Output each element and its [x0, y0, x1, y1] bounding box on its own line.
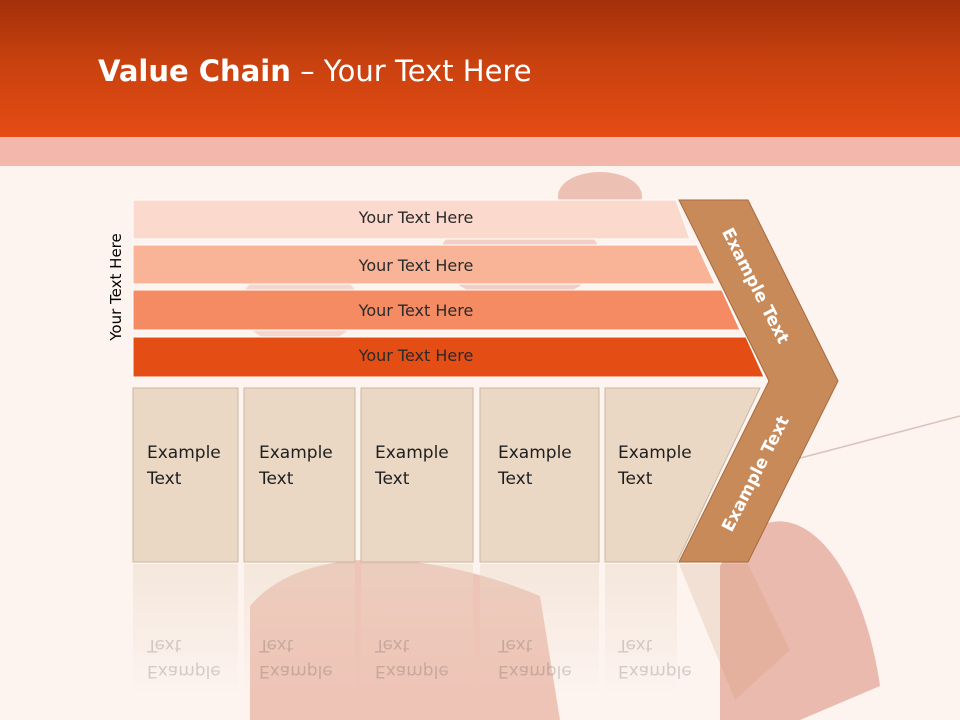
side-label: Your Text Here [107, 233, 125, 341]
bar-4-label: Your Text Here [358, 346, 474, 365]
cell-5-text-reflection: Example Text [618, 632, 692, 684]
cell-2-text-reflection: Example Text [259, 632, 333, 684]
bar-3 [132, 289, 741, 331]
cell-4-reflection-line1: Example [498, 661, 572, 681]
cell-2-line2: Text [259, 469, 294, 489]
slide-title: Value Chain – Your Text Here [98, 54, 532, 88]
bar-2-label: Your Text Here [358, 256, 474, 275]
cell-5-reflection-line2: Text [618, 635, 653, 655]
cell-2-reflection-line2: Text [259, 635, 294, 655]
cell-5-line2: Text [618, 469, 653, 489]
cell-2-reflection-line1: Example [259, 661, 333, 681]
cell-2-line1: Example [259, 443, 333, 463]
bg-antenna [769, 415, 960, 467]
bar-1-label: Your Text Here [358, 208, 474, 227]
bar-3-label: Your Text Here [358, 301, 474, 320]
cell-1-reflection [133, 564, 238, 694]
cell-1-reflection-line2: Text [147, 635, 182, 655]
cell-1 [132, 387, 239, 563]
cell-3-reflection-line1: Example [375, 661, 449, 681]
header-band [0, 0, 960, 137]
cell-4-text-reflection: Example Text [498, 632, 572, 684]
cell-3-text-reflection: Example Text [375, 632, 449, 684]
cell-5-line1: Example [618, 443, 692, 463]
cell-3-line1: Example [375, 443, 449, 463]
cell-1-line1: Example [147, 443, 221, 463]
title-bold: Value Chain [98, 54, 291, 88]
cell-5-reflection [605, 564, 677, 694]
cell-4-reflection-line2: Text [498, 635, 533, 655]
cell-3-line2: Text [375, 469, 410, 489]
cell-3 [360, 387, 474, 563]
bar-2 [132, 244, 716, 285]
cell-1-reflection-line1: Example [147, 661, 221, 681]
cell-4-reflection [480, 564, 599, 694]
cell-5 [604, 387, 761, 563]
cell-2-reflection [244, 564, 355, 694]
cell-4-line2: Text [498, 469, 533, 489]
cell-4 [479, 387, 600, 563]
bar-4 [132, 336, 765, 378]
cell-1-text-reflection: Example Text [147, 632, 221, 684]
chevron-arrow [678, 199, 839, 563]
bar-1 [132, 199, 691, 240]
cell-5-reflection-line1: Example [618, 661, 692, 681]
title-rest: – Your Text Here [290, 54, 532, 88]
cell-3-reflection-line2: Text [375, 635, 410, 655]
header-subband [0, 137, 960, 166]
cell-1-line2: Text [147, 469, 182, 489]
bg-shape-tail [720, 521, 880, 720]
cell-3-reflection [361, 564, 473, 694]
chevron-reflection [679, 564, 790, 700]
cell-4-line1: Example [498, 443, 572, 463]
cell-2 [243, 387, 356, 563]
